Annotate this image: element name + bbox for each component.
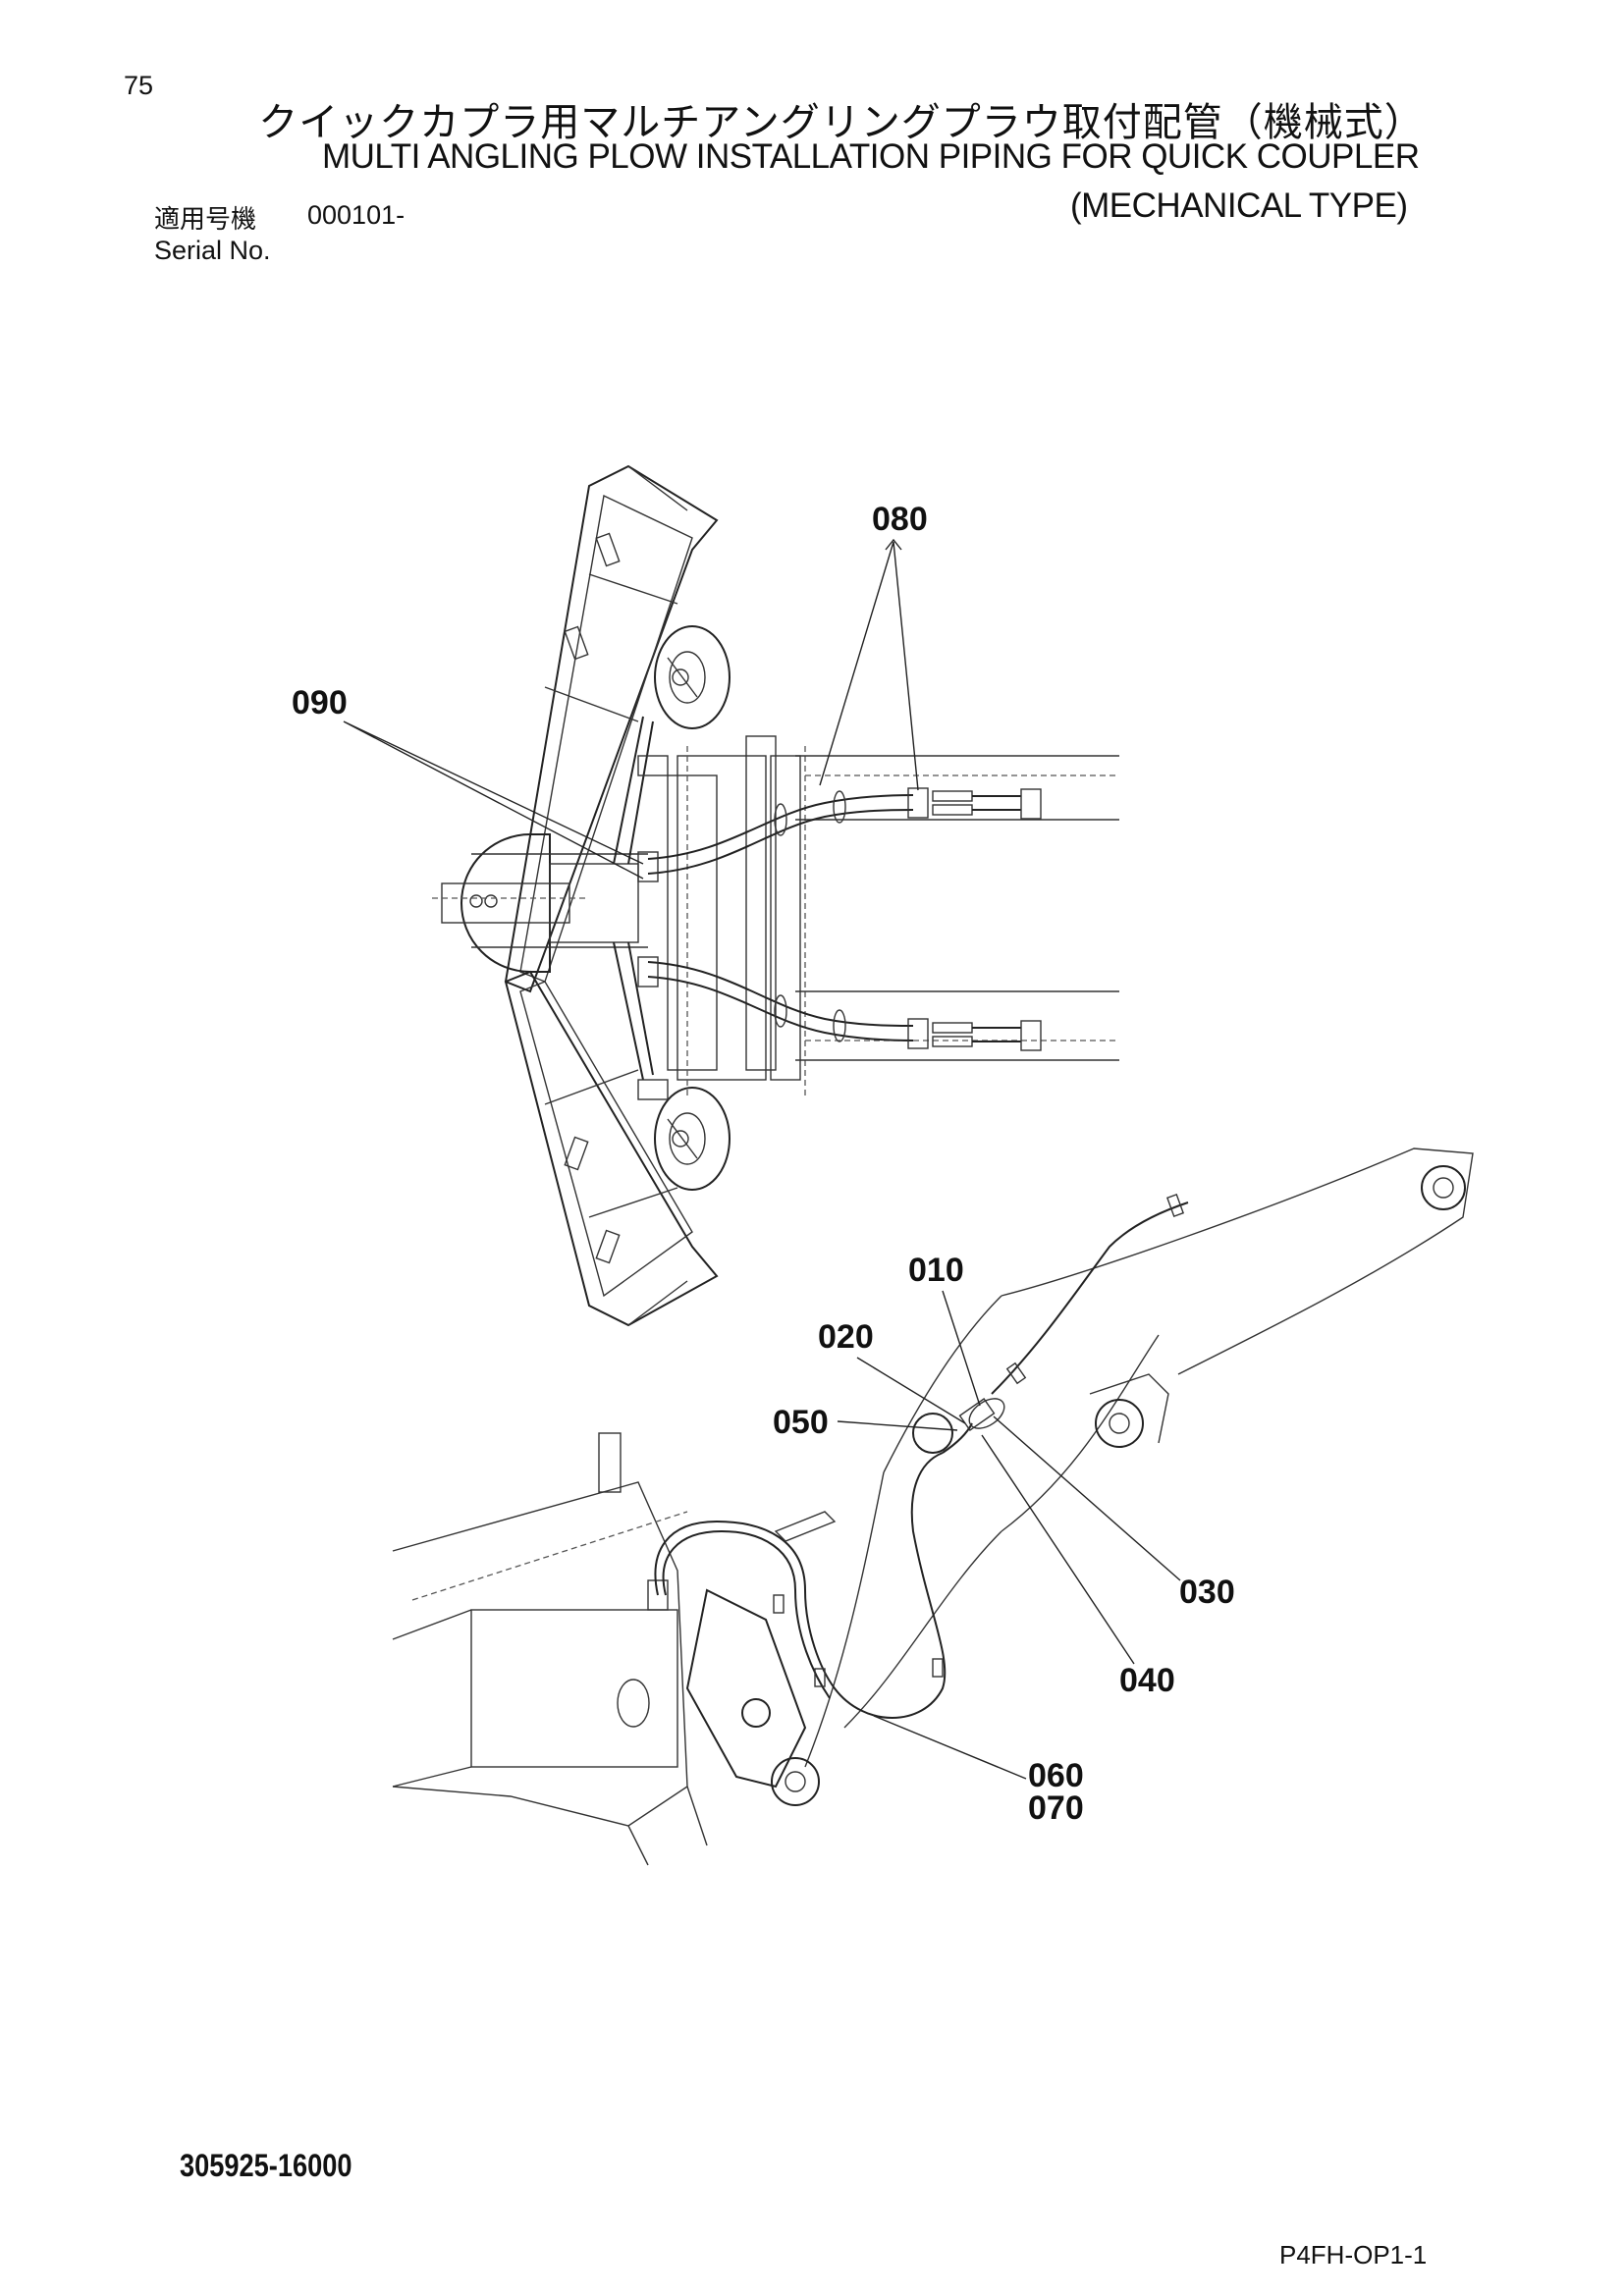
page-title-japanese: クイックカプラ用マルチアングリングプラウ取付配管（機械式） [258,100,1425,145]
page-title-english-subtitle: (MECHANICAL TYPE) [1070,187,1408,225]
serial-label-english: Serial No. [154,236,271,265]
callout-050: 050 [773,1404,829,1441]
plow-blade-top-view [432,464,1119,1327]
callout-090: 090 [292,684,348,721]
serial-range: 000101- [307,200,406,230]
callout-040: 040 [1119,1662,1175,1699]
callout-070: 070 [1028,1789,1084,1827]
callout-060: 060 [1028,1757,1084,1794]
callout-030: 030 [1179,1574,1235,1611]
page-title-english: MULTI ANGLING PLOW INSTALLATION PIPING F… [322,137,1420,176]
callout-080: 080 [872,501,928,538]
serial-label-japanese: 適用号機 [154,205,257,235]
page-number: 75 [124,71,154,100]
boom-side-view [392,1148,1474,1866]
callout-010: 010 [908,1252,964,1289]
drawing-number: 305925-16000 [180,2148,352,2183]
callout-020: 020 [818,1318,874,1356]
page-code: P4FH-OP1-1 [1279,2240,1428,2269]
